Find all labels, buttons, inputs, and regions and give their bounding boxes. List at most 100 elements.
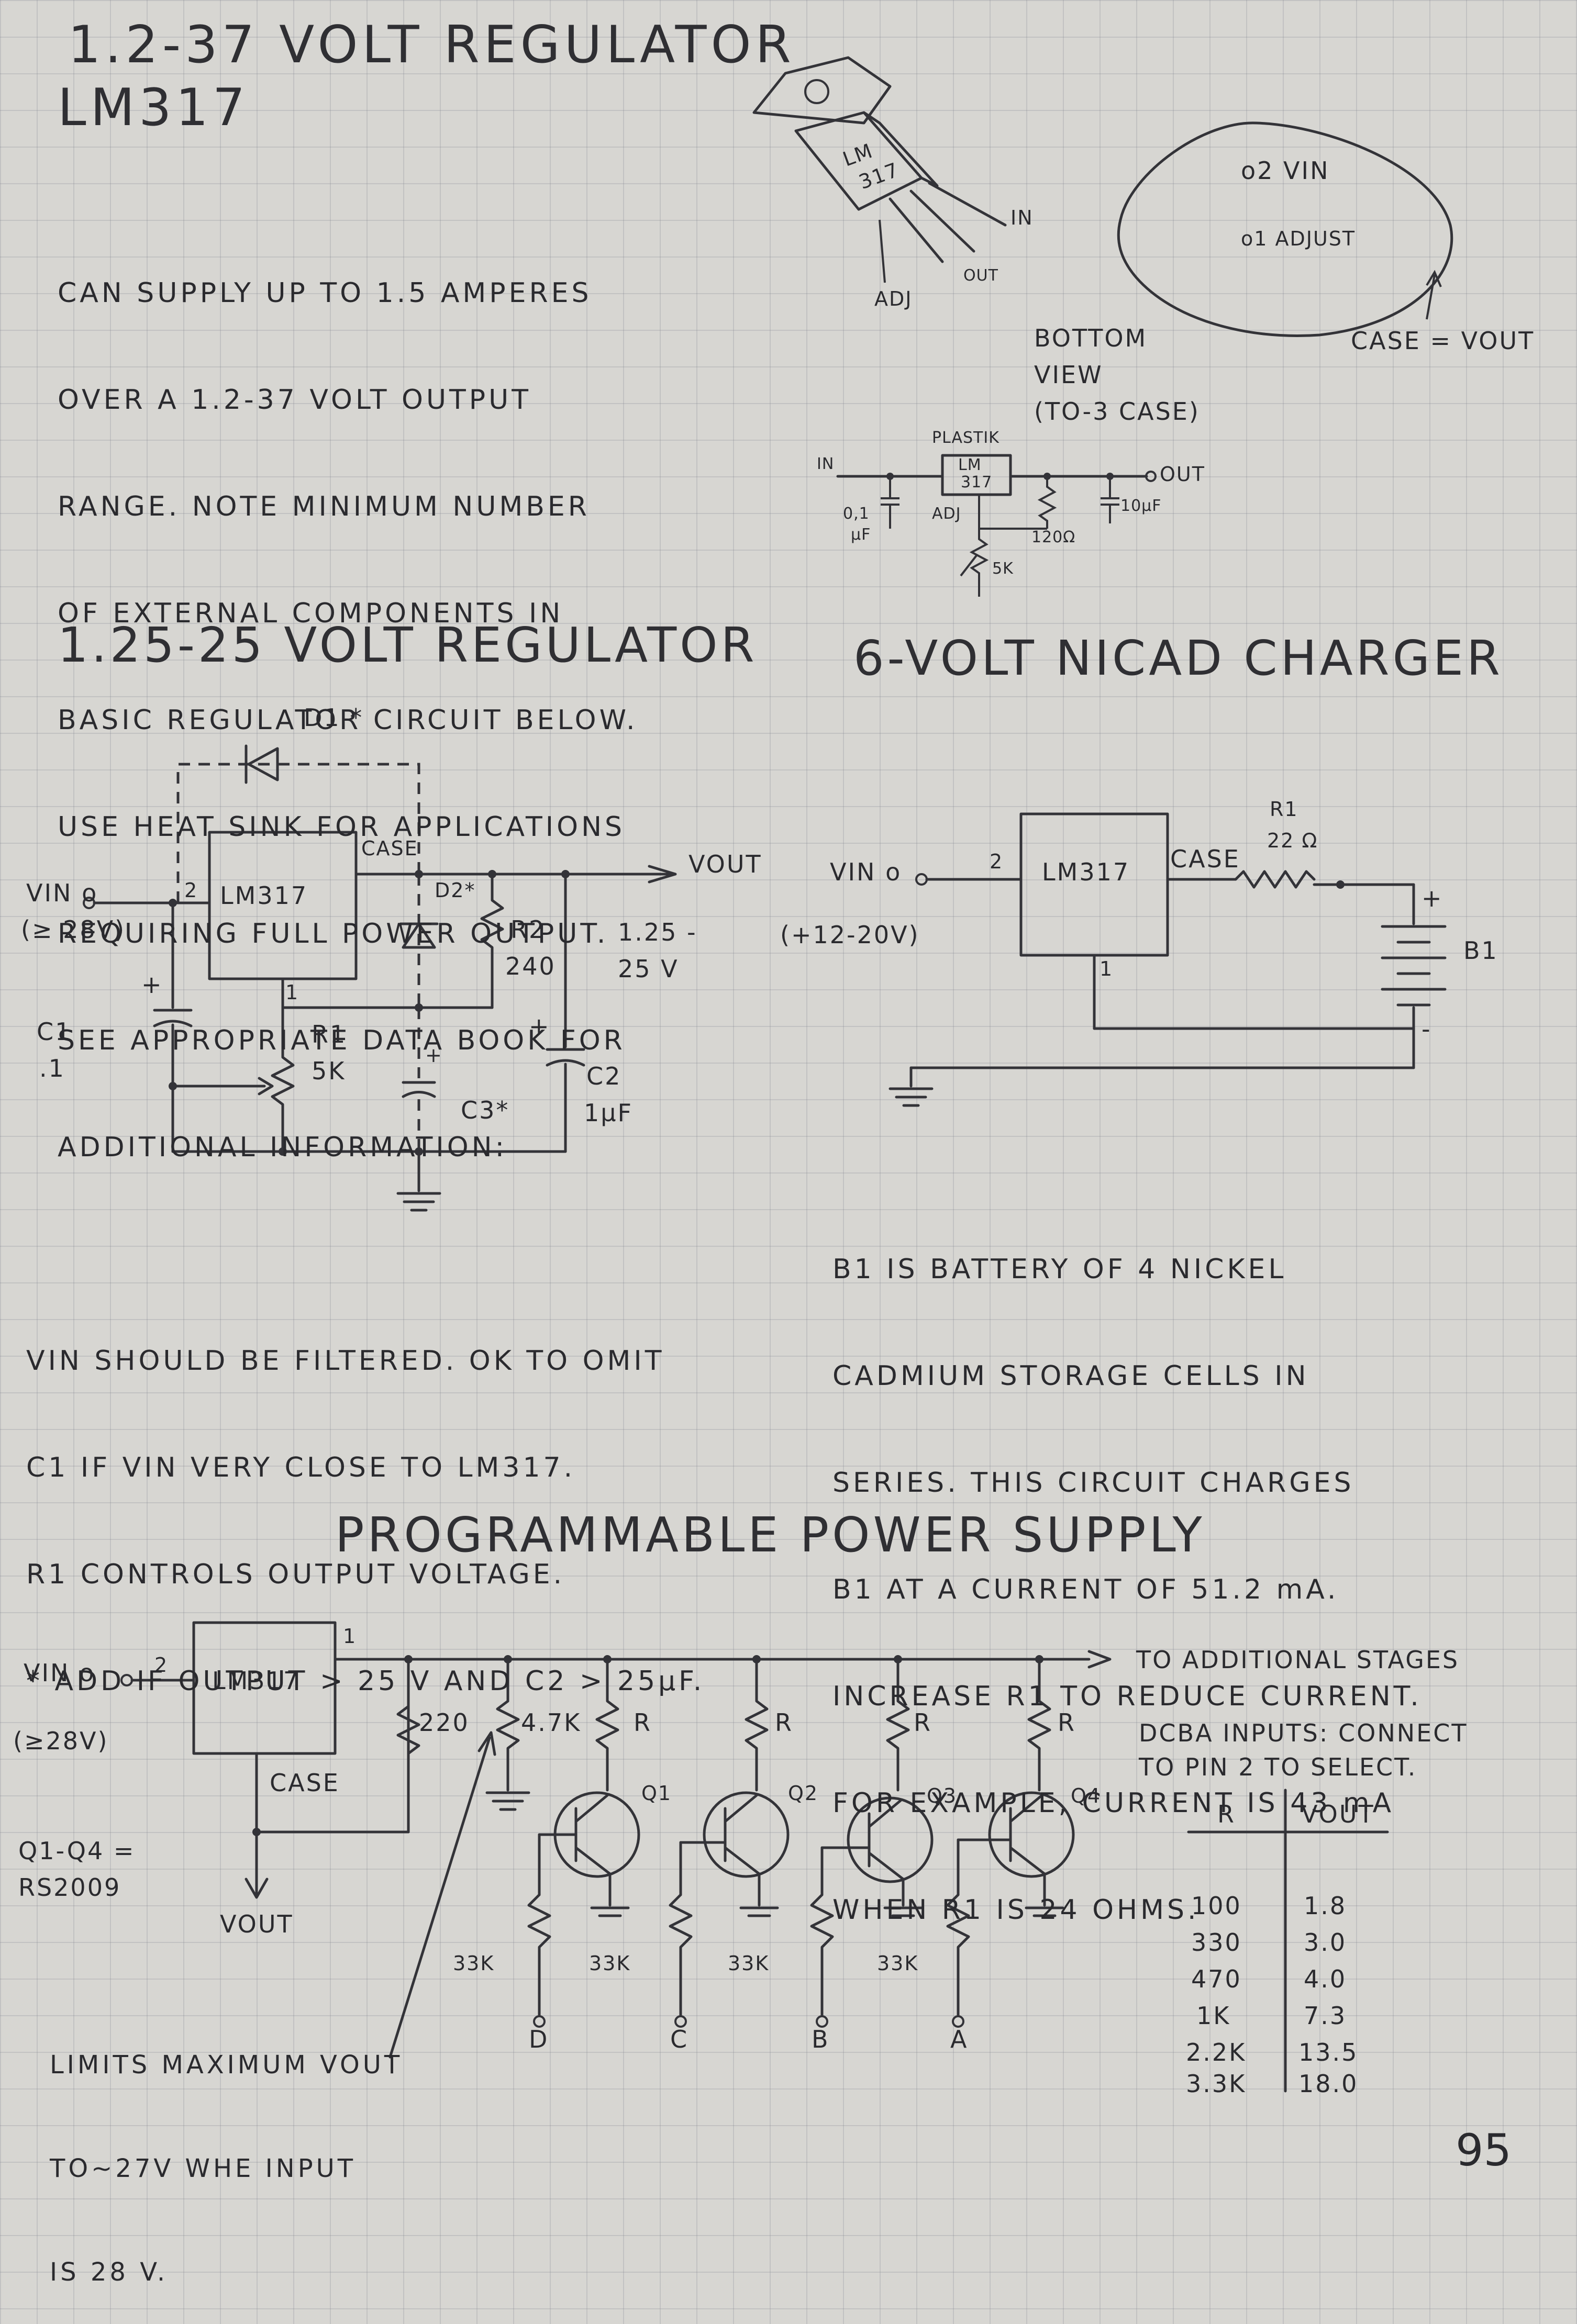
- mini-cap-in-label: 0,1: [843, 505, 870, 523]
- table-cell-r: 100: [1191, 1892, 1242, 1920]
- table-cell-vout: 18.0: [1298, 2070, 1359, 2098]
- note-line: INCREASE R1 TO REDUCE CURRENT.: [832, 1681, 1422, 1712]
- r47k-label: 4.7K: [521, 1708, 582, 1737]
- transistor-note: Q1-Q4 =: [18, 1837, 136, 1865]
- charger-vin-range: (+12-20V): [780, 921, 920, 949]
- charger-vin-label: VIN o: [830, 858, 902, 886]
- section2-notes: VIN SHOULD BE FILTERED. OK TO OMIT C1 IF…: [26, 1272, 705, 1735]
- page-number: 95: [1456, 2125, 1512, 2176]
- to220-package-sketch: [752, 56, 1007, 283]
- table-cell-r: 2.2K: [1186, 2038, 1247, 2066]
- r33k-b-label: 33K: [728, 1952, 770, 1975]
- dcba-note: TO PIN 2 TO SELECT.: [1139, 1753, 1417, 1781]
- description-line: CAN SUPPLY UP TO 1.5 AMPERES: [58, 277, 592, 309]
- r220-label: 220: [419, 1708, 470, 1737]
- pin1-label: 1: [285, 981, 299, 1004]
- to-stages-label: TO ADDITIONAL STAGES: [1136, 1646, 1460, 1674]
- c2-value: 1µF: [584, 1099, 633, 1127]
- supply-case: CASE: [270, 1769, 340, 1797]
- supply-vin-label: VIN o: [24, 1659, 96, 1687]
- description-line: RANGE. NOTE MINIMUM NUMBER: [58, 491, 590, 522]
- bottom-view-label: (TO-3 CASE): [1034, 397, 1200, 426]
- description-line: OF EXTERNAL COMPONENTS IN: [58, 598, 564, 629]
- vin-min-label: (≥ 28V): [21, 915, 126, 944]
- note-line: LIMITS MAXIMUM VOUT: [50, 2050, 403, 2080]
- note-line: B1 IS BATTERY OF 4 NICKEL: [832, 1254, 1287, 1285]
- nicad-charger-circuit: [889, 812, 1447, 1107]
- mini-adj-label: ADJ: [932, 505, 961, 523]
- section4-title: PROGRAMMABLE POWER SUPPLY: [335, 1507, 1205, 1563]
- note-line: IS 28 V.: [50, 2258, 169, 2287]
- description-line: ADDITIONAL INFORMATION:: [58, 1132, 508, 1163]
- charger-chip: LM317: [1042, 858, 1130, 886]
- c3-label: C3*: [461, 1096, 510, 1124]
- r33k-d-label: 33K: [453, 1952, 495, 1975]
- table-cell-r: 470: [1191, 1965, 1242, 1993]
- input-b-label: B: [812, 2025, 830, 2053]
- mini-regulator-circuit: [836, 454, 1157, 597]
- r-q3-label: R: [914, 1708, 932, 1737]
- mini-pot-label: 5K: [992, 560, 1014, 578]
- case-note: CASE = VOUT: [1351, 327, 1535, 355]
- pin2-label: 2: [184, 879, 198, 902]
- r-q1-label: R: [634, 1708, 652, 1737]
- battery-label: B1: [1463, 936, 1498, 965]
- table-cell-r: 1K: [1196, 2002, 1231, 2030]
- pin-adj-label: ADJ: [874, 287, 913, 310]
- supply-pin2: 2: [154, 1653, 169, 1677]
- note-line: CADMIUM STORAGE CELLS IN: [832, 1360, 1309, 1392]
- r1-label: R1: [312, 1020, 347, 1048]
- charger-pin1: 1: [1100, 957, 1114, 980]
- input-a-label: A: [950, 2025, 969, 2053]
- adjustable-regulator-circuit: [83, 744, 677, 1212]
- section1-subtitle: LM317: [58, 78, 250, 138]
- case-label: CASE: [361, 837, 418, 860]
- dcba-note: DCBA INPUTS: CONNECT: [1139, 1719, 1468, 1747]
- d1-label: D1 *: [304, 703, 364, 732]
- vin-label: VIN o: [26, 879, 98, 907]
- to3-pin1-label: o1 ADJUST: [1241, 227, 1356, 250]
- mini-cap-in-unit: µF: [851, 526, 871, 544]
- note-line: * ADD IF OUTPUT > 25 V AND C2 > 25µF.: [26, 1666, 705, 1697]
- r33k-c-label: 33K: [589, 1952, 631, 1975]
- c1-polarity: +: [141, 970, 163, 999]
- range-label: 1.25 -: [618, 918, 697, 946]
- note-line: TO~27V WHE INPUT: [50, 2154, 357, 2183]
- table-cell-vout: 7.3: [1304, 2002, 1347, 2030]
- q2-label: Q2: [788, 1782, 819, 1805]
- r2-label: R2: [510, 915, 546, 944]
- supply-chip: LM317: [212, 1667, 301, 1695]
- schematic-drawing: [83, 56, 1453, 2093]
- bottom-view-label: VIEW: [1034, 361, 1103, 389]
- programmable-supply-circuit: [120, 1621, 1389, 2093]
- description-line: REQUIRING FULL POWER OUTPUT.: [58, 918, 609, 949]
- q4-label: Q4: [1071, 1784, 1102, 1807]
- note-line: B1 AT A CURRENT OF 51.2 mA.: [832, 1574, 1339, 1605]
- note-line: SERIES. THIS CIRCUIT CHARGES: [832, 1467, 1354, 1499]
- section2-title: 1.25-25 VOLT REGULATOR: [58, 617, 758, 673]
- table-header-r: R: [1217, 1800, 1236, 1828]
- d2-label: D2*: [435, 879, 476, 902]
- description-line: USE HEAT SINK FOR APPLICATIONS: [58, 811, 625, 843]
- c2-polarity: +: [529, 1012, 551, 1041]
- input-c-label: C: [670, 2025, 689, 2053]
- note-line: VIN SHOULD BE FILTERED. OK TO OMIT: [26, 1345, 665, 1377]
- table-header-vout: VOUT: [1301, 1800, 1375, 1828]
- note-line: FOR EXAMPLE, CURRENT IS 43 mA: [832, 1787, 1395, 1819]
- transistor-note: RS2009: [18, 1873, 121, 1902]
- section3-title: 6-VOLT NICAD CHARGER: [853, 630, 1503, 686]
- section1-title: 1.2-37 VOLT REGULATOR: [68, 15, 795, 75]
- range-label: 25 V: [618, 955, 679, 983]
- mini-chip-label: LM: [958, 456, 982, 474]
- mini-in-label: IN: [817, 455, 835, 473]
- pin-out-label: OUT: [963, 266, 998, 285]
- r33k-a-label: 33K: [877, 1952, 919, 1975]
- r2-value: 240: [505, 952, 556, 980]
- c1-value: .1: [39, 1054, 65, 1082]
- note-line: WHEN R1 IS 24 OHMS.: [832, 1894, 1200, 1926]
- c3-polarity: +: [425, 1044, 443, 1067]
- to3-pin2-label: o2 VIN: [1241, 157, 1330, 185]
- mini-chip-label: 317: [961, 473, 993, 491]
- table-cell-vout: 13.5: [1298, 2038, 1359, 2066]
- supply-pin1: 1: [343, 1625, 357, 1648]
